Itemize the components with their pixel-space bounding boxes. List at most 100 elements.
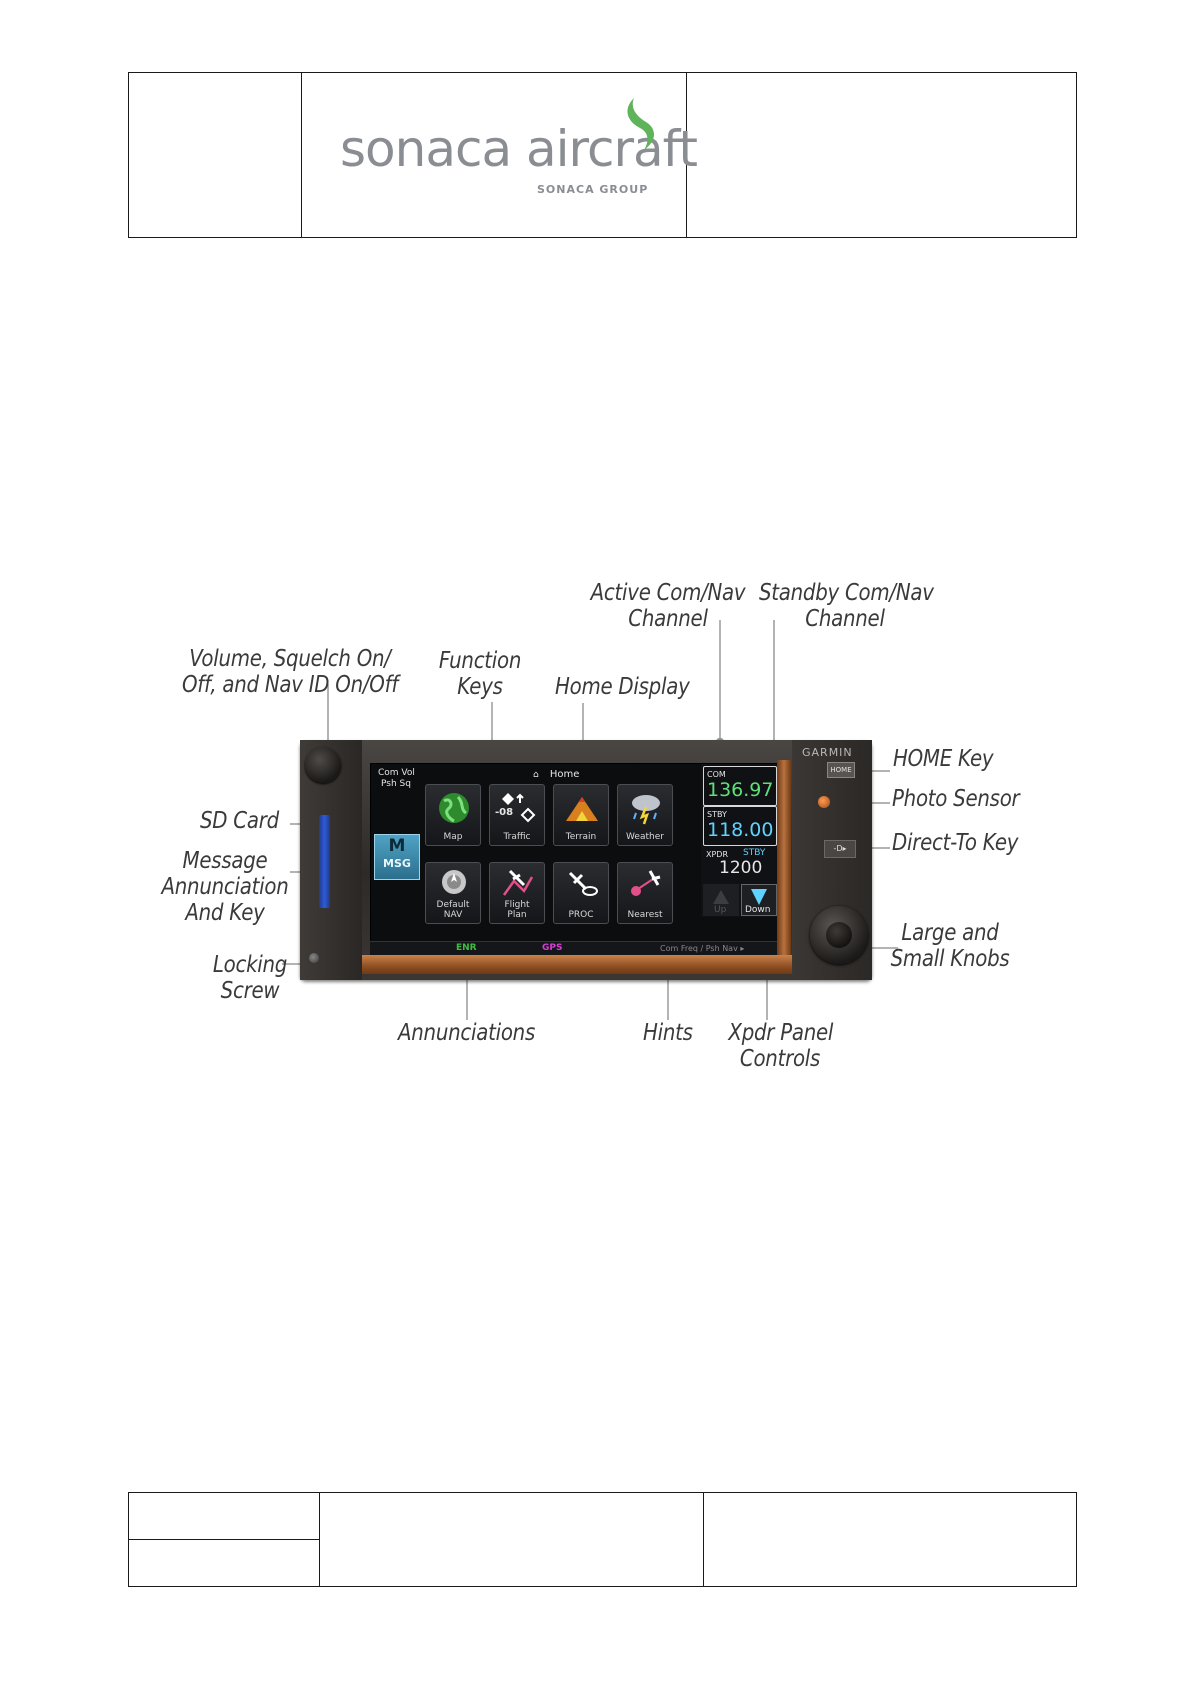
default-nav-line2: NAV xyxy=(426,910,480,920)
down-label: Down xyxy=(745,905,771,916)
callout-annunciations: Annunciations xyxy=(398,1020,535,1046)
function-key-proc[interactable]: PROC xyxy=(553,862,609,924)
function-key-weather[interactable]: Weather xyxy=(617,784,673,846)
large-small-knob[interactable] xyxy=(810,906,868,964)
function-key-nearest[interactable]: Nearest xyxy=(617,862,673,924)
com-standby-box[interactable]: STBY 118.00 xyxy=(703,806,777,846)
function-key-nearest-label: Nearest xyxy=(618,910,672,920)
callout-photo-sensor: Photo Sensor xyxy=(892,786,1019,812)
wood-trim-bottom xyxy=(362,955,792,974)
xpdr-code: 1200 xyxy=(719,859,762,877)
default-nav-line1: Default xyxy=(426,900,480,910)
up-arrow-icon xyxy=(703,884,739,906)
touchscreen: Com Vol Psh Sq ⌂ Home Map -08 Traffic xyxy=(370,763,780,943)
function-key-traffic[interactable]: -08 Traffic xyxy=(489,784,545,846)
callout-knobs-line2: Small Knobs xyxy=(890,946,1010,972)
message-key[interactable]: M MSG xyxy=(374,834,420,880)
message-key-m: M xyxy=(375,835,419,857)
callout-function-keys: Function Keys xyxy=(433,648,528,700)
footer-divider-1 xyxy=(319,1492,320,1587)
callout-direct-to: Direct-To Key xyxy=(892,830,1018,856)
garmin-gtn-unit: Com Vol Psh Sq ⌂ Home Map -08 Traffic xyxy=(300,740,872,980)
callout-home-display: Home Display xyxy=(555,674,690,700)
callout-function-line1: Function xyxy=(433,648,528,674)
xpdr-up-button[interactable]: Up xyxy=(703,884,739,916)
vol-hint-line1: Com Vol xyxy=(378,768,415,779)
function-key-flight-plan[interactable]: Flight Plan xyxy=(489,862,545,924)
callout-standby-line2: Channel xyxy=(759,606,931,632)
globe-icon xyxy=(436,791,472,825)
footer-row-divider xyxy=(128,1539,319,1540)
callout-locking-line2: Screw xyxy=(207,978,293,1004)
annunciation-enr: ENR xyxy=(456,943,477,954)
function-key-default-nav[interactable]: Default NAV xyxy=(425,862,481,924)
hint-text: Com Freq / Psh Nav ▸ xyxy=(660,943,744,954)
locking-screw xyxy=(309,953,319,963)
callout-hints: Hints xyxy=(643,1020,693,1046)
function-key-traffic-label: Traffic xyxy=(490,832,544,842)
home-key[interactable]: HOME xyxy=(827,762,855,778)
radio-panel: COM 136.97 STBY 118.00 XPDR STBY 1200 Up… xyxy=(701,764,781,917)
home-icon: ⌂ xyxy=(533,770,539,780)
annunciation-bar: ENR GPS Com Freq / Psh Nav ▸ xyxy=(370,941,778,956)
callout-home-key: HOME Key xyxy=(893,746,993,772)
flight-plan-line2: Plan xyxy=(490,910,544,920)
function-key-map-label: Map xyxy=(426,832,480,842)
callout-active-channel: Active Com/Nav Channel xyxy=(586,580,749,632)
footer-divider-2 xyxy=(703,1492,704,1587)
flight-plan-line1: Flight xyxy=(490,900,544,910)
callout-volume: Volume, Squelch On/ Off, and Nav ID On/O… xyxy=(178,646,402,698)
callout-volume-line2: Off, and Nav ID On/Off xyxy=(178,672,402,698)
callout-message: Message Annunciation And Key xyxy=(161,848,290,926)
callout-active-line1: Active Com/Nav xyxy=(586,580,749,606)
volume-knob[interactable] xyxy=(305,747,341,783)
callout-function-line2: Keys xyxy=(433,674,528,700)
nearest-icon xyxy=(628,867,664,901)
callout-standby-channel: Standby Com/Nav Channel xyxy=(759,580,931,632)
direct-to-key[interactable]: -D▸ xyxy=(824,840,856,858)
callout-locking-line1: Locking xyxy=(207,952,293,978)
down-arrow-icon xyxy=(742,885,776,907)
com-standby-frequency: 118.00 xyxy=(707,820,773,840)
function-key-default-nav-label: Default NAV xyxy=(426,900,480,920)
vol-hint: Com Vol Psh Sq xyxy=(378,768,415,790)
callout-active-line2: Channel xyxy=(586,606,749,632)
message-key-label: MSG xyxy=(375,857,419,871)
function-key-terrain-label: Terrain xyxy=(554,832,608,842)
left-bezel xyxy=(300,740,362,980)
small-knob[interactable] xyxy=(826,922,852,948)
weather-icon xyxy=(628,791,664,825)
flight-plan-icon xyxy=(500,867,536,901)
callout-xpdr-line2: Controls xyxy=(728,1046,831,1072)
photo-sensor xyxy=(818,796,830,808)
home-title-text: Home xyxy=(550,769,580,780)
callout-message-line2: Annunciation xyxy=(161,874,290,900)
com-active-box[interactable]: COM 136.97 xyxy=(703,766,777,806)
home-title: ⌂ Home xyxy=(533,769,579,781)
function-key-weather-label: Weather xyxy=(618,832,672,842)
callout-locking-screw: Locking Screw xyxy=(207,952,293,1004)
function-key-map[interactable]: Map xyxy=(425,784,481,846)
sd-card-slot[interactable] xyxy=(319,815,330,908)
vol-hint-line2: Psh Sq xyxy=(378,779,415,790)
annunciation-gps: GPS xyxy=(542,943,562,954)
traffic-altitude: -08 xyxy=(495,807,513,818)
callout-volume-line1: Volume, Squelch On/ xyxy=(178,646,402,672)
terrain-icon xyxy=(564,791,600,825)
up-label: Up xyxy=(714,905,726,916)
xpdr-down-button[interactable]: Down xyxy=(741,884,777,916)
xpdr-panel[interactable]: XPDR STBY 1200 xyxy=(703,848,777,880)
function-key-proc-label: PROC xyxy=(554,910,608,920)
callout-knobs: Large and Small Knobs xyxy=(890,920,1010,972)
callout-standby-line1: Standby Com/Nav xyxy=(759,580,931,606)
callout-knobs-line1: Large and xyxy=(890,920,1010,946)
proc-icon xyxy=(564,867,600,901)
callout-xpdr: Xpdr Panel Controls xyxy=(728,1020,831,1072)
callout-message-line3: And Key xyxy=(161,900,290,926)
garmin-brand: GARMIN xyxy=(802,746,853,759)
default-nav-icon xyxy=(436,867,472,901)
com-active-frequency: 136.97 xyxy=(707,780,773,800)
function-key-terrain[interactable]: Terrain xyxy=(553,784,609,846)
callout-sd-card: SD Card xyxy=(200,808,279,834)
callout-xpdr-line1: Xpdr Panel xyxy=(728,1020,831,1046)
